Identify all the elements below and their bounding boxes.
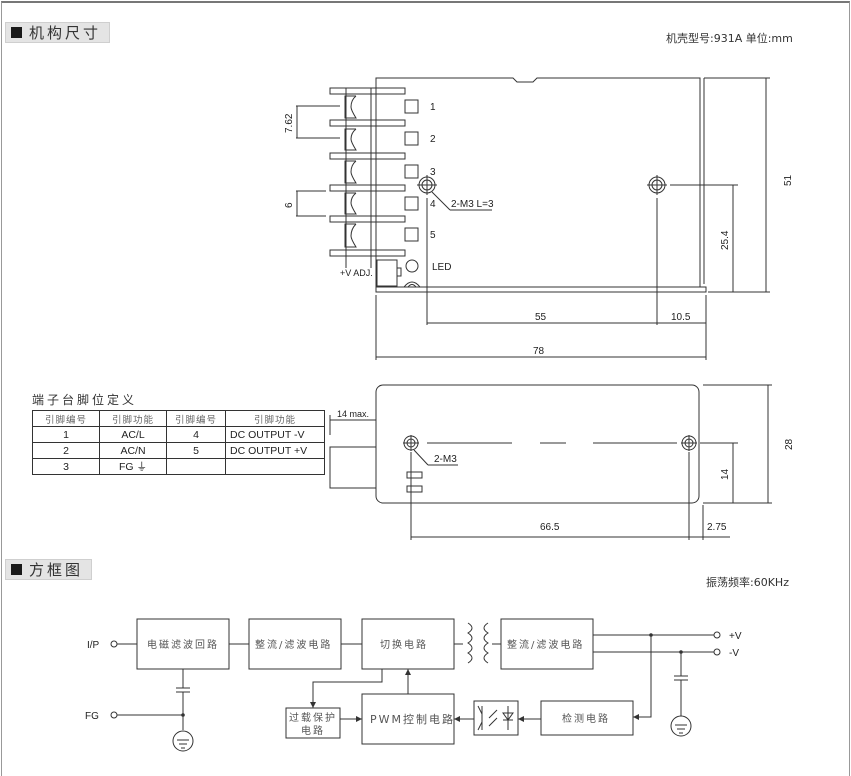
dim-66-5: 66.5	[540, 522, 560, 533]
square-bullet-icon	[11, 564, 22, 575]
led-indicator	[405, 259, 419, 273]
dim-6: 6	[284, 202, 295, 208]
table-row: 3 FG ⏚	[32, 458, 325, 475]
side-view-outline	[375, 384, 700, 504]
pin-label-5: 5	[430, 230, 436, 241]
case-info: 机壳型号:931A 单位:mm	[666, 32, 793, 45]
header-pin-func-1: 引脚功能	[99, 410, 167, 427]
dim-55: 55	[535, 312, 547, 323]
section-title: 机构尺寸	[29, 24, 102, 42]
dim-10-5: 10.5	[671, 312, 691, 323]
housing-outline	[375, 77, 701, 288]
cell: 3	[32, 458, 100, 475]
vadj-label: +V ADJ.	[340, 268, 373, 278]
cell: DC OUTPUT +V	[225, 442, 325, 459]
cell: AC/L	[99, 426, 167, 443]
dim-51: 51	[783, 174, 794, 186]
pin-label-1: 1	[430, 102, 436, 113]
cell: DC OUTPUT -V	[225, 426, 325, 443]
dim-14: 14	[720, 468, 731, 480]
pin-table-title: 端子台脚位定义	[32, 393, 138, 407]
pin-table-header: 引脚编号 引脚功能 引脚编号 引脚功能	[32, 410, 325, 427]
dim-25-4: 25.4	[720, 230, 731, 250]
pin-table: 引脚编号 引脚功能 引脚编号 引脚功能 1 AC/L 4 DC OUTPUT -…	[32, 410, 325, 475]
cell: 1	[32, 426, 100, 443]
cell: FG ⏚	[99, 458, 167, 475]
pin-label-4: 4	[430, 199, 436, 210]
screw-label-top: 2-M3 L=3	[451, 199, 494, 210]
cell: AC/N	[99, 442, 167, 459]
screw-label-side: 2-M3	[434, 454, 457, 465]
cell: 5	[166, 442, 226, 459]
cell: 2	[32, 442, 100, 459]
dim-78: 78	[533, 346, 545, 357]
cell	[225, 458, 325, 475]
dim-2-75: 2.75	[707, 522, 727, 533]
header-pin-no-2: 引脚编号	[166, 410, 226, 427]
cell	[166, 458, 226, 475]
led-label: LED	[432, 262, 451, 273]
cell: 4	[166, 426, 226, 443]
terminal-fins	[329, 87, 406, 257]
section-header-block: 方框图	[5, 559, 93, 580]
section-header-mechanical: 机构尺寸	[5, 22, 111, 43]
table-row: 1 AC/L 4 DC OUTPUT -V	[32, 426, 325, 443]
dim-7-62: 7.62	[284, 113, 295, 133]
terminal-screws	[344, 95, 357, 248]
header-pin-func-2: 引脚功能	[225, 410, 325, 427]
square-bullet-icon	[11, 27, 22, 38]
dim-28: 28	[784, 438, 795, 450]
pin-label-2: 2	[430, 134, 436, 145]
pin-label-3: 3	[430, 167, 436, 178]
table-row: 2 AC/N 5 DC OUTPUT +V	[32, 442, 325, 459]
vadj-pot	[376, 259, 398, 287]
base-plate	[375, 286, 707, 293]
header-pin-no-1: 引脚编号	[32, 410, 100, 427]
section-title: 方框图	[29, 561, 84, 579]
dim-14max: 14 max.	[337, 409, 369, 419]
frequency-note: 振荡频率:60KHz	[706, 576, 789, 589]
